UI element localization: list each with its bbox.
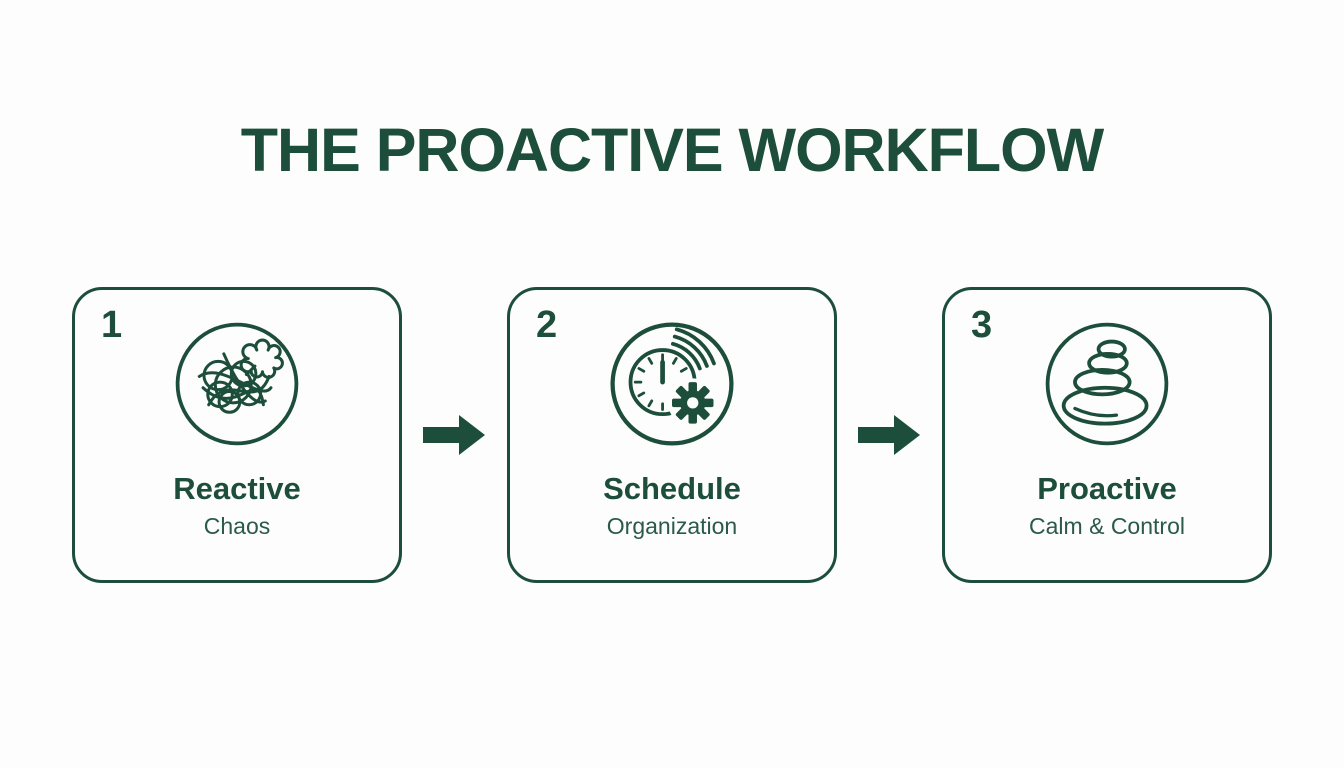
step-card-proactive: 3 Proactive Calm & Control	[942, 287, 1272, 583]
step-title: Schedule	[603, 471, 741, 506]
zen-stones-icon	[1041, 318, 1173, 450]
arrow-right-icon	[837, 287, 942, 583]
step-title: Reactive	[173, 471, 301, 506]
step-card-schedule: 2	[507, 287, 837, 583]
step-title: Proactive	[1037, 471, 1177, 506]
step-number: 2	[536, 304, 558, 346]
workflow-row: 1	[0, 287, 1344, 583]
step-subtitle: Chaos	[203, 513, 271, 540]
step-number: 3	[971, 304, 993, 346]
arrow-right-icon	[402, 287, 507, 583]
step-card-reactive: 1	[72, 287, 402, 583]
step-subtitle: Organization	[606, 513, 738, 540]
step-subtitle: Calm & Control	[1029, 513, 1185, 540]
step-number: 1	[101, 304, 123, 346]
page-title: THE PROACTIVE WORKFLOW	[240, 116, 1104, 184]
tangled-chaos-icon	[171, 318, 303, 450]
clock-gear-icon	[606, 318, 738, 450]
